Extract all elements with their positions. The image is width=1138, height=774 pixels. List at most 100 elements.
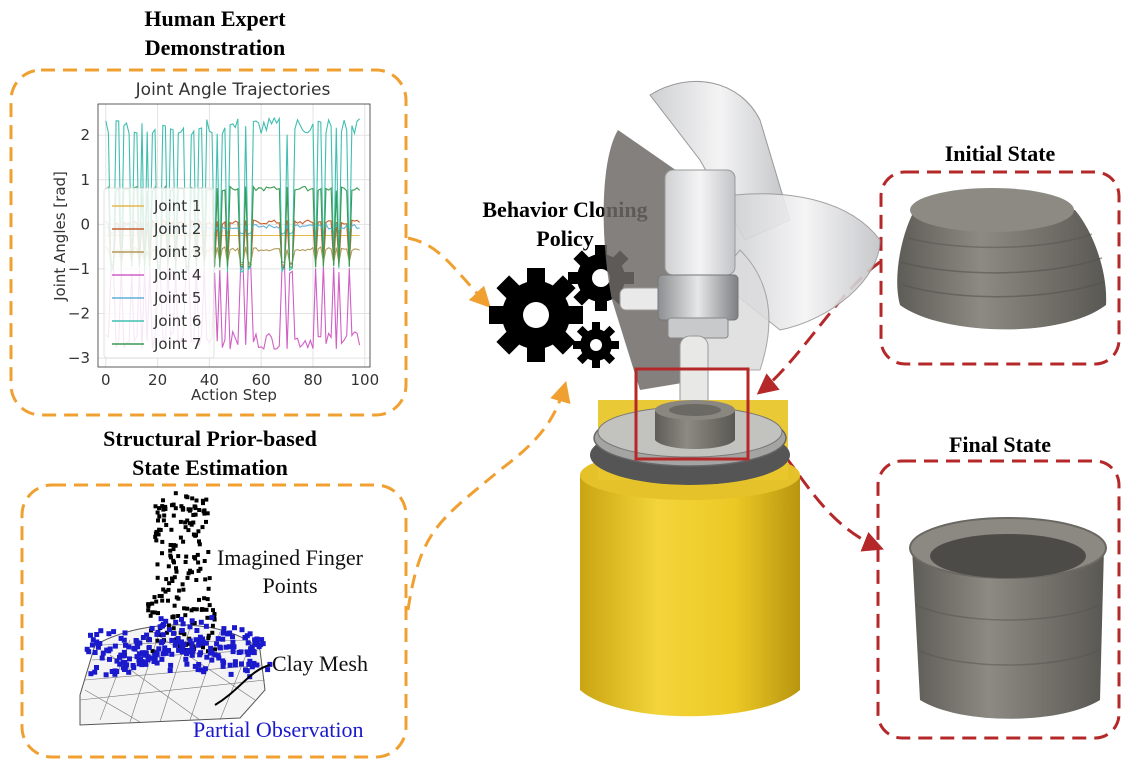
observation-point (249, 664, 255, 670)
finger-point (202, 508, 207, 513)
observation-point (215, 636, 221, 642)
final-state-arrow (749, 423, 884, 552)
observation-point (88, 671, 94, 677)
chart-legend-label: Joint 6 (153, 312, 201, 330)
observation-point (194, 628, 200, 633)
observation-point (163, 618, 169, 624)
observation-point (202, 666, 208, 672)
chart-legend-label: Joint 5 (153, 289, 201, 307)
observation-point (193, 637, 199, 643)
chart-xtick-label: 20 (148, 371, 167, 389)
observation-point (112, 643, 118, 649)
finger-point (155, 575, 160, 580)
observation-point (162, 645, 168, 651)
finger-point (205, 615, 210, 620)
chart-ytick-label: 0 (80, 215, 90, 233)
observation-point (258, 642, 264, 648)
finger-point (194, 533, 198, 538)
observation-point (201, 669, 207, 675)
observation-point (248, 649, 254, 655)
finger-point (197, 597, 201, 602)
observation-point (249, 644, 255, 650)
observation-point (185, 649, 191, 655)
observation-point (144, 632, 150, 638)
observation-point (189, 652, 195, 658)
finger-point (158, 528, 163, 532)
observation-point (122, 630, 128, 636)
finger-point (181, 539, 186, 544)
observation-point (171, 630, 176, 636)
observation-point (154, 649, 160, 655)
observation-point (138, 656, 143, 662)
finger-point (178, 519, 183, 524)
finger-point (146, 602, 151, 607)
observation-point (192, 663, 198, 669)
finger-point (184, 494, 189, 499)
observation-point (140, 659, 146, 665)
observation-point (114, 658, 120, 664)
observation-point (89, 642, 95, 648)
finger-point (153, 610, 157, 615)
observation-point (203, 623, 209, 629)
observation-point (230, 634, 235, 640)
observation-point (196, 662, 202, 667)
observation-point (103, 672, 109, 678)
finger-point (176, 554, 181, 559)
observation-point (146, 645, 152, 650)
observation-point (159, 656, 165, 662)
observation-point (220, 658, 226, 664)
finger-point (186, 641, 191, 646)
observation-point (254, 637, 259, 643)
observation-point (227, 662, 233, 668)
observation-point (190, 646, 195, 652)
finger-point (203, 577, 208, 582)
observation-point (114, 669, 120, 674)
finger-point (197, 542, 202, 547)
finger-point (174, 566, 178, 571)
observation-point (180, 621, 186, 627)
finger-point (206, 633, 211, 638)
finger-point (181, 587, 186, 592)
observation-point (147, 637, 152, 643)
estimation-frame (20, 483, 408, 759)
state-estimation-title-line2: State Estimation (132, 455, 288, 480)
observation-point (140, 635, 146, 640)
observation-point (136, 651, 142, 657)
finger-point (200, 607, 204, 612)
finger-point (164, 630, 169, 635)
finger-point (202, 511, 207, 516)
observation-point (200, 639, 206, 645)
finger-point (197, 539, 201, 544)
observation-point (179, 639, 184, 645)
finger-point (194, 498, 199, 503)
observation-point (156, 646, 162, 652)
finger-point (155, 638, 160, 643)
finger-point (168, 553, 173, 558)
observation-point (200, 636, 205, 642)
finger-point (183, 525, 188, 530)
observation-point (179, 649, 185, 655)
chart-ytick-label: 1 (80, 171, 90, 189)
initial-clay-image (897, 188, 1107, 330)
observation-point (244, 649, 250, 655)
finger-point (159, 594, 164, 598)
observation-point (169, 637, 175, 643)
observation-point (223, 644, 229, 650)
observation-point (247, 658, 253, 664)
observation-point (121, 649, 127, 655)
finger-point (155, 510, 160, 515)
observation-point (95, 644, 101, 650)
observation-point (175, 636, 181, 641)
finger-point (211, 608, 215, 613)
finger-point (153, 504, 158, 509)
finger-point (182, 606, 187, 611)
chart-xtick-label: 100 (350, 371, 379, 389)
observation-point (134, 654, 140, 660)
workspace-highlight (634, 367, 750, 461)
chart-xtick-label: 60 (252, 371, 271, 389)
observation-point (136, 661, 142, 667)
finger-point (200, 498, 205, 503)
